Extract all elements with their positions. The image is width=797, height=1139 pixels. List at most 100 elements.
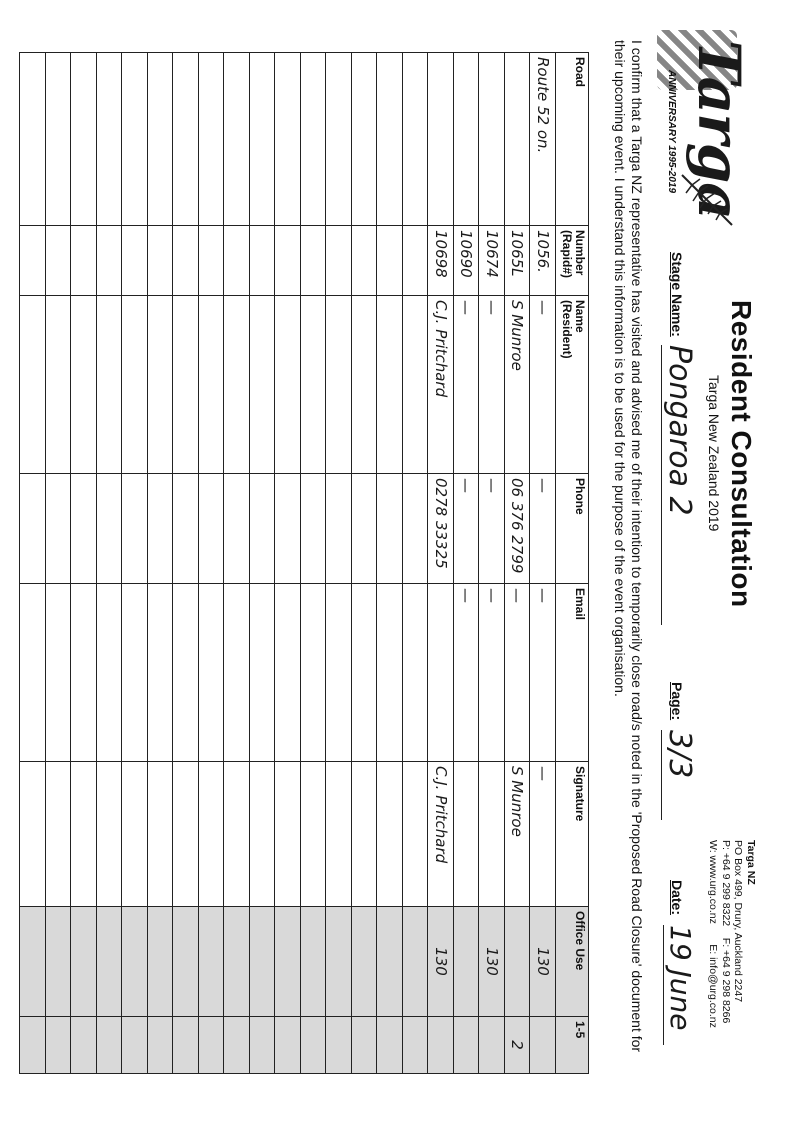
cell-phone (249, 473, 275, 584)
date-label: Date: (669, 880, 685, 916)
cell-phone (402, 473, 428, 584)
cell-number (20, 225, 46, 296)
table-row (249, 52, 275, 1074)
cell-road (198, 52, 224, 226)
page-label: Page: (669, 682, 685, 721)
cell-email (198, 583, 224, 762)
stage-name-label: Stage Name: (669, 252, 685, 337)
cell-road (45, 52, 71, 226)
cell-score (453, 1016, 479, 1074)
cell-email (326, 583, 352, 762)
table-row (326, 52, 352, 1074)
cell-office (249, 906, 275, 1017)
cell-score (198, 1016, 224, 1074)
cell-number: 1065L (504, 225, 530, 296)
cell-office (377, 906, 403, 1017)
cell-phone (300, 473, 326, 584)
cell-score (402, 1016, 428, 1074)
table-row (224, 52, 250, 1074)
cell-email (45, 583, 71, 762)
cell-phone (326, 473, 352, 584)
table-header-row: Road Number (Rapid#) Name (Resident) Pho… (555, 52, 589, 1074)
cell-phone: — (479, 473, 505, 584)
cell-number (377, 225, 403, 296)
cell-signature (173, 761, 199, 907)
cell-phone (198, 473, 224, 584)
cell-number (173, 225, 199, 296)
cell-score (326, 1016, 352, 1074)
cell-office (45, 906, 71, 1017)
cell-office (96, 906, 122, 1017)
cell-signature (351, 761, 377, 907)
cell-email (300, 583, 326, 762)
fern-icon (681, 174, 733, 226)
confirmation-statement: I confirm that a Targa NZ representative… (612, 40, 645, 1053)
cell-signature (377, 761, 403, 907)
cell-signature (198, 761, 224, 907)
col-header-office-use: Office Use (555, 906, 589, 1017)
cell-signature (453, 761, 479, 907)
cell-office (147, 906, 173, 1017)
cell-email: — (530, 583, 556, 762)
cell-email (122, 583, 148, 762)
cell-road (300, 52, 326, 226)
cell-email (249, 583, 275, 762)
cell-road (453, 52, 479, 226)
cell-signature (71, 761, 97, 907)
cell-phone (351, 473, 377, 584)
table-row: 10690——— (453, 52, 479, 1074)
cell-phone (96, 473, 122, 584)
table-row (71, 52, 97, 1074)
resident-table: Road Number (Rapid#) Name (Resident) Pho… (20, 52, 590, 1074)
cell-name (377, 295, 403, 474)
cell-phone (20, 473, 46, 584)
cell-number (275, 225, 301, 296)
cell-name (224, 295, 250, 474)
cell-signature (479, 761, 505, 907)
cell-road (504, 52, 530, 226)
cell-office (351, 906, 377, 1017)
cell-office: 130 (428, 906, 454, 1017)
cell-number (96, 225, 122, 296)
cell-email (428, 583, 454, 762)
table-row (198, 52, 224, 1074)
contact-web: W: www.urg.co.nz (707, 840, 720, 924)
cell-name (300, 295, 326, 474)
cell-score (479, 1016, 505, 1074)
cell-road (224, 52, 250, 226)
page-subtitle: Targa New Zealand 2019 (706, 375, 722, 532)
table-row (275, 52, 301, 1074)
cell-score (428, 1016, 454, 1074)
cell-signature: C.J. Pritchard (428, 761, 454, 907)
cell-name (249, 295, 275, 474)
cell-road (147, 52, 173, 226)
cell-email (71, 583, 97, 762)
cell-signature (402, 761, 428, 907)
cell-number (198, 225, 224, 296)
cell-road (326, 52, 352, 226)
table-row (147, 52, 173, 1074)
cell-score (351, 1016, 377, 1074)
cell-number (224, 225, 250, 296)
cell-name (96, 295, 122, 474)
cell-score (530, 1016, 556, 1074)
cell-name (326, 295, 352, 474)
cell-signature (249, 761, 275, 907)
cell-score (300, 1016, 326, 1074)
cell-number (249, 225, 275, 296)
cell-phone: — (530, 473, 556, 584)
cell-score (45, 1016, 71, 1074)
cell-name (173, 295, 199, 474)
cell-office (173, 906, 199, 1017)
table-row (351, 52, 377, 1074)
cell-phone (45, 473, 71, 584)
cell-office (71, 906, 97, 1017)
cell-number (122, 225, 148, 296)
cell-score (173, 1016, 199, 1074)
cell-road (275, 52, 301, 226)
cell-number (300, 225, 326, 296)
cell-name (275, 295, 301, 474)
cell-score (147, 1016, 173, 1074)
